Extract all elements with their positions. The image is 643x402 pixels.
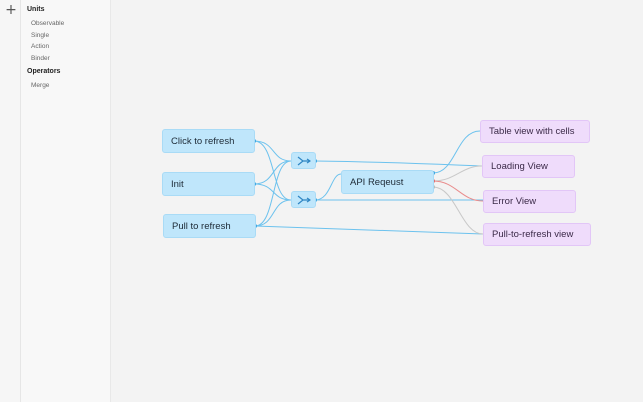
merge-icon [297, 195, 311, 205]
sidebar-item-binder[interactable]: Binder [31, 55, 50, 62]
node-loading-view[interactable]: Loading View [482, 155, 575, 178]
edge-click-merge1 [253, 140, 292, 162]
edge-pull-merge1 [254, 160, 292, 227]
sidebar: Units Observable Single Action Binder Op… [21, 0, 111, 402]
sidebar-item-observable[interactable]: Observable [31, 20, 65, 27]
merge-icon [297, 156, 311, 166]
tool-rail: + [0, 0, 21, 402]
node-label: Click to refresh [171, 135, 235, 147]
edge-pull-view [254, 225, 484, 235]
section-title-operators: Operators [27, 68, 61, 75]
sidebar-item-merge[interactable]: Merge [31, 82, 50, 89]
edge-click-merge2 [253, 140, 292, 201]
node-label: API Reqeust [350, 176, 404, 188]
section-title-units: Units [27, 6, 45, 13]
edge-api-table [432, 130, 481, 174]
edge-pull-merge2 [254, 199, 292, 227]
sidebar-item-single[interactable]: Single [31, 32, 50, 39]
edge-merge1-loading [314, 160, 483, 167]
edge-api-error [432, 180, 484, 202]
node-click-to-refresh[interactable]: Click to refresh [162, 129, 255, 153]
merge-node-1[interactable] [291, 152, 316, 169]
edge-init-merge1 [253, 160, 292, 185]
node-label: Pull to refresh [172, 220, 231, 232]
node-label: Error View [492, 196, 537, 207]
node-label: Table view with cells [489, 126, 575, 137]
node-api-request[interactable]: API Reqeust [341, 170, 434, 194]
node-table-view[interactable]: Table view with cells [480, 120, 590, 143]
sidebar-item-action[interactable]: Action [31, 43, 50, 50]
edge-api-loading [432, 165, 483, 182]
node-pull-to-refresh[interactable]: Pull to refresh [163, 214, 256, 238]
node-label: Loading View [491, 161, 548, 172]
add-icon[interactable]: + [5, 2, 17, 18]
merge-node-2[interactable] [291, 191, 316, 208]
node-label: Init [171, 178, 184, 190]
node-error-view[interactable]: Error View [483, 190, 576, 213]
node-label: Pull-to-refresh view [492, 229, 574, 240]
node-init[interactable]: Init [162, 172, 255, 196]
diagram-canvas[interactable]: Click to refresh Init Pull to refresh AP… [111, 0, 643, 402]
edge-api-pullview [432, 186, 484, 235]
edge-merge2-api [314, 173, 342, 201]
node-pull-to-refresh-view[interactable]: Pull-to-refresh view [483, 223, 591, 246]
